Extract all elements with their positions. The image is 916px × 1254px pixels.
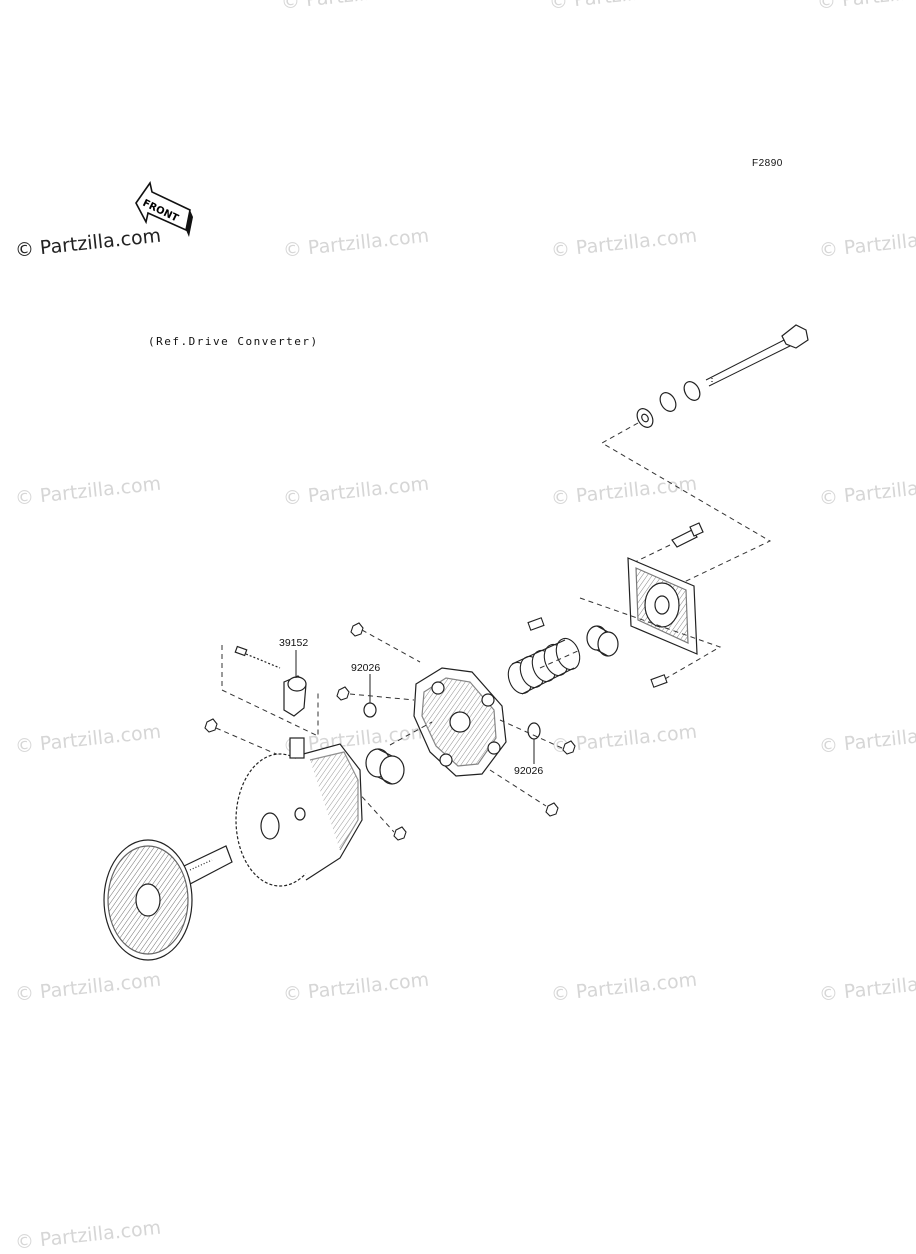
leader-weight	[221, 645, 319, 737]
watermark: © Partzilla.com	[14, 1216, 163, 1254]
reference-note: (Ref.Drive Converter)	[148, 335, 319, 348]
exploded-parts-diagram: FRONT	[103, 181, 809, 961]
callout-39152: 39152	[279, 637, 309, 649]
fixed-sheave-shaft	[103, 839, 233, 961]
leader-bolt	[600, 422, 772, 585]
callout-92026-lower: 92026	[514, 765, 544, 777]
o-ring-92026-lower	[527, 722, 541, 740]
callout-92026-upper: 92026	[351, 662, 381, 674]
bushing	[365, 748, 405, 785]
leader-plate	[579, 597, 722, 684]
guide-pins	[527, 617, 668, 688]
movable-sheave	[235, 737, 363, 887]
spring	[507, 637, 581, 695]
front-arrow-icon: FRONT	[135, 181, 193, 237]
spider-hub	[413, 667, 507, 777]
drive-bolt	[636, 324, 809, 428]
o-ring-92026-upper	[363, 702, 377, 718]
roller-weight-39152	[234, 645, 307, 717]
figure-code: F2890	[752, 158, 783, 169]
cover-plate	[627, 557, 698, 655]
short-bolt	[671, 522, 704, 548]
leader-short-bolt	[634, 544, 671, 563]
nuts	[204, 622, 576, 841]
spring-cup	[586, 625, 619, 657]
